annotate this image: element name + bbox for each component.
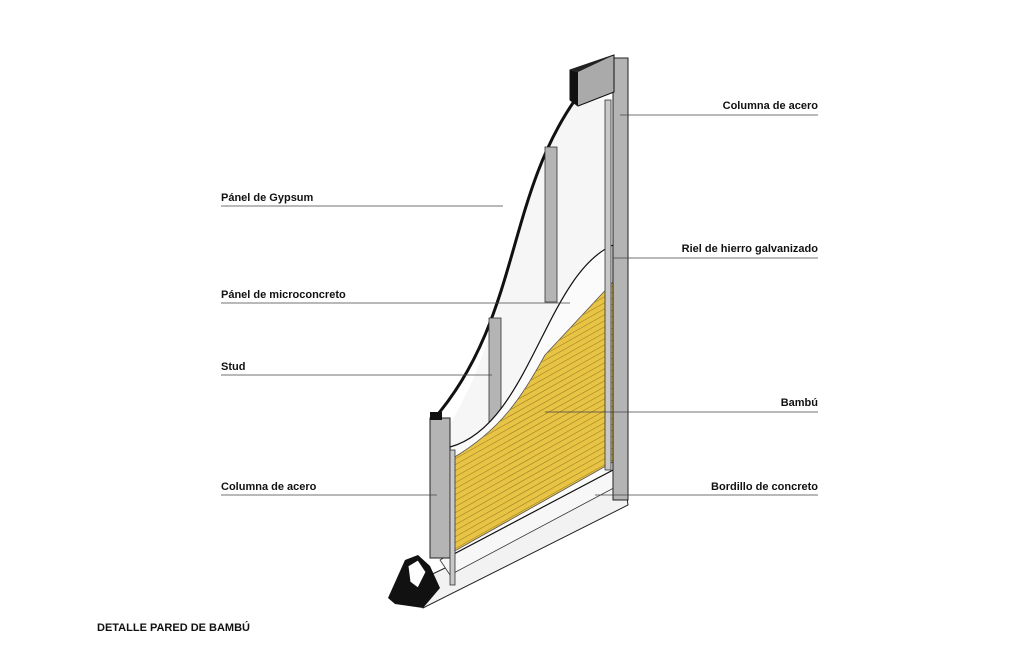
column-cap-dark <box>570 70 578 106</box>
broken-base-face <box>407 559 427 589</box>
leader-lines <box>221 114 818 496</box>
column-cap-top <box>570 55 614 72</box>
bamboo-cane-line <box>453 369 613 461</box>
steel-column-right <box>612 57 629 501</box>
bamboo-cane-line <box>453 381 613 473</box>
bamboo-cane-line <box>453 393 613 485</box>
label-steel-column-left: Columna de acero <box>221 481 317 493</box>
bamboo-cane-line <box>453 375 613 467</box>
label-galvanized-rail: Riel de hierro galvanizado <box>681 243 818 255</box>
label-concrete-curb: Bordillo de concreto <box>711 481 818 493</box>
bamboo-cane-line <box>453 447 613 539</box>
left-rail <box>449 449 456 586</box>
label-microconcrete-panel: Pánel de microconcreto <box>221 289 346 301</box>
gypsum-edge <box>431 99 577 421</box>
bamboo-cane-line <box>453 453 613 545</box>
bamboo-cane-line <box>453 399 613 491</box>
drawing-title: DETALLE PARED DE BAMBÚ <box>97 622 250 634</box>
bamboo-cane-line <box>453 423 613 515</box>
label-steel-column-right: Columna de acero <box>722 100 818 112</box>
bamboo-cane-line <box>453 411 613 503</box>
label-bamboo: Bambú <box>780 397 818 409</box>
steel-column-left <box>429 417 451 559</box>
bamboo-cane-line <box>453 441 613 533</box>
label-stud: Stud <box>221 361 246 373</box>
bamboo-cane-line <box>453 417 613 509</box>
bamboo-cane-line <box>453 435 613 527</box>
bamboo-cane-line <box>453 459 613 551</box>
column-left-top <box>430 412 442 420</box>
bamboo-cane-line <box>453 387 613 479</box>
stud-upper <box>544 146 558 303</box>
bamboo-cane-line <box>453 405 613 497</box>
galvanized-rail <box>604 99 612 471</box>
label-gypsum-panel: Pánel de Gypsum <box>221 192 314 204</box>
bamboo-cane-line <box>453 429 613 521</box>
